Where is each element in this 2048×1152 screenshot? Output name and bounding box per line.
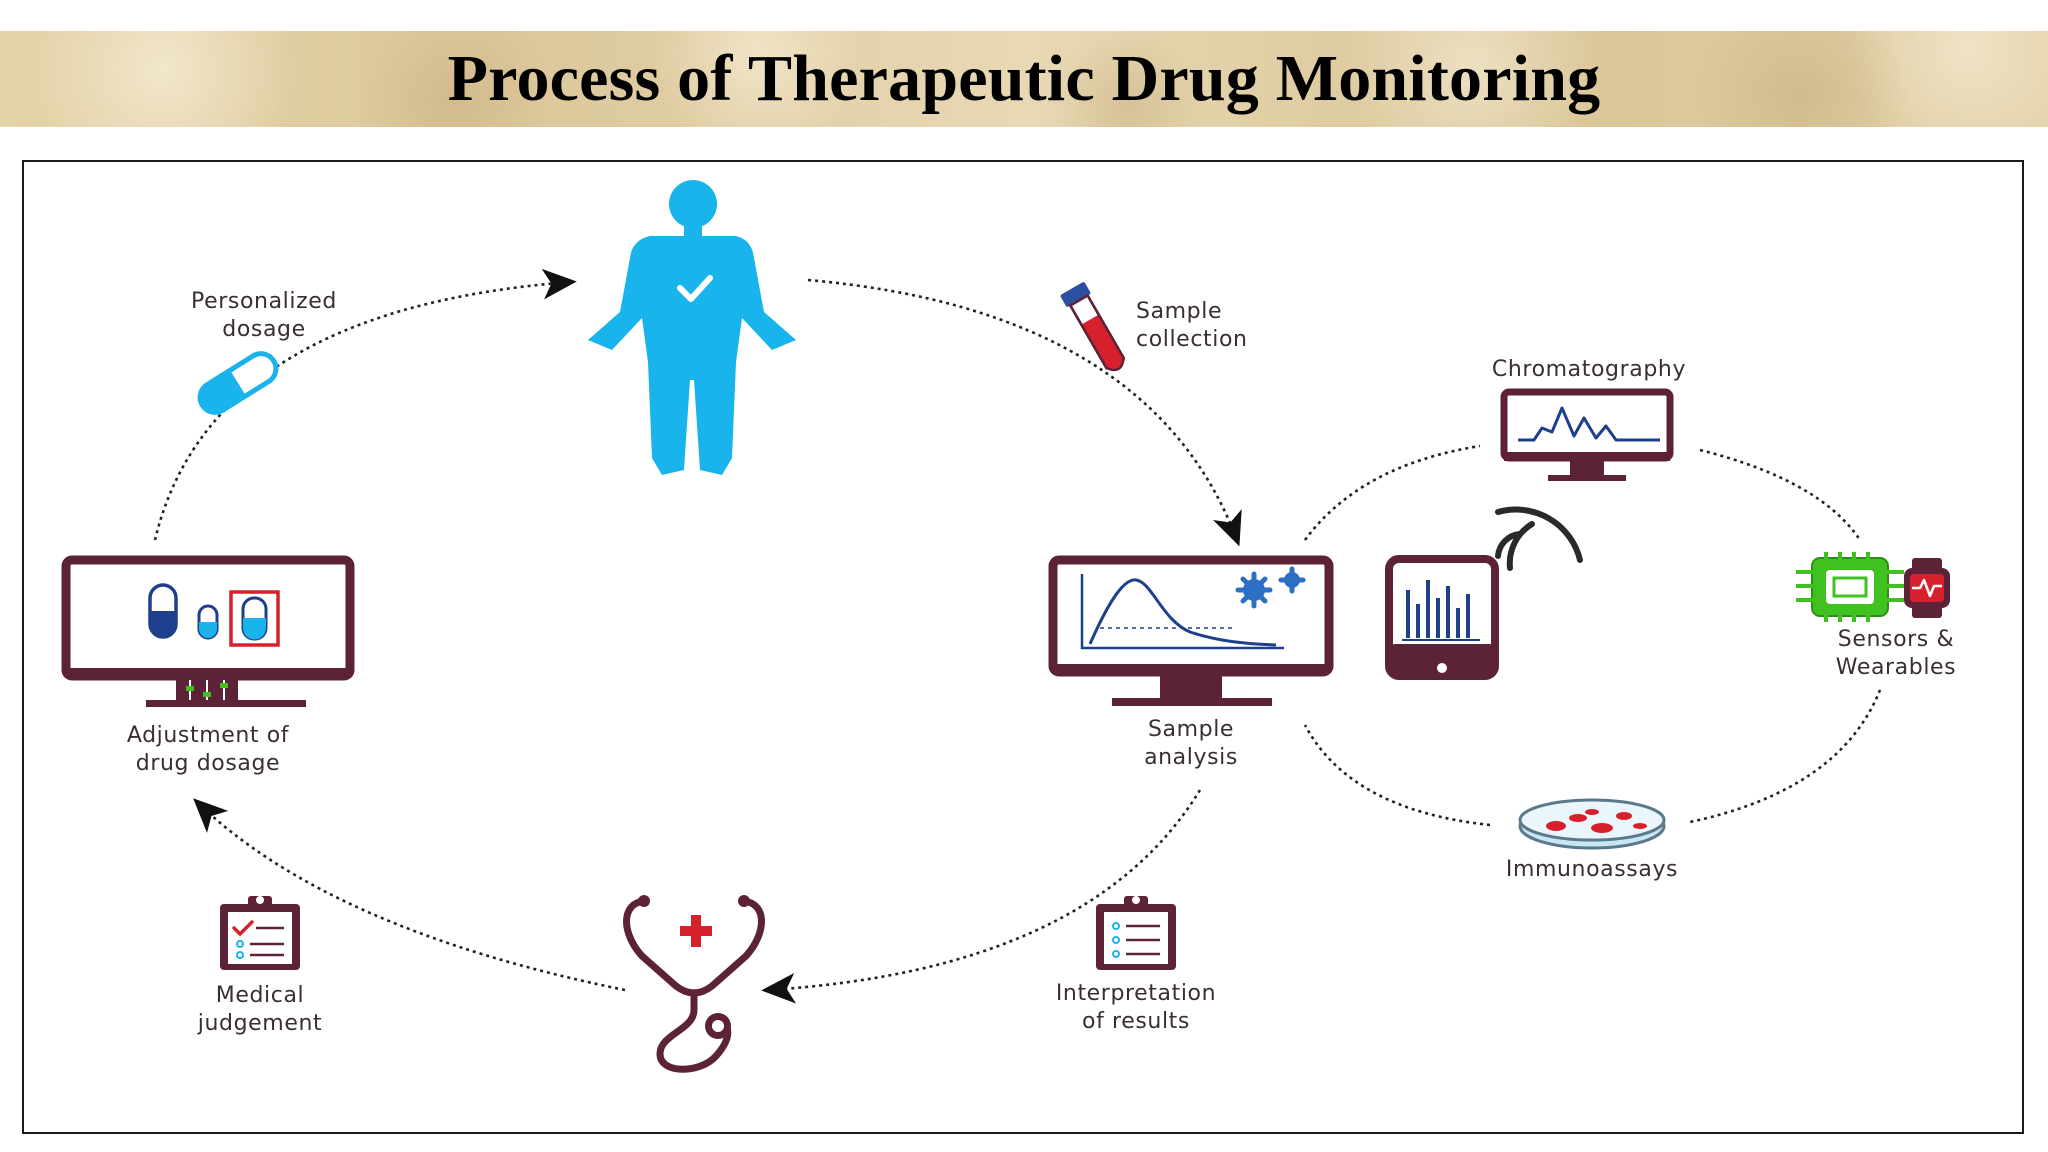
label-line: Sample	[1148, 717, 1234, 742]
label-line: Personalized	[191, 289, 337, 314]
label-medical-judgement: Medical judgement	[197, 983, 322, 1036]
microchip-icon	[1796, 552, 1904, 622]
label-line: dosage	[222, 317, 305, 342]
wireless-signal-icon	[1495, 506, 1583, 571]
loop-arc-4	[1303, 724, 1491, 827]
label-line: Sensors &	[1838, 627, 1954, 652]
arrow-adjustment-to-patient	[153, 268, 577, 541]
label-sample-collection: Sample collection	[1136, 299, 1248, 352]
clipboard-icon	[220, 896, 300, 970]
clipboard-icon	[1096, 896, 1176, 970]
loop-arc-1	[1303, 444, 1481, 541]
label-personalized-dosage: Personalized dosage	[191, 289, 337, 342]
label-line: Sample	[1136, 299, 1222, 324]
label-interpretation-results: Interpretation of results	[1056, 981, 1216, 1034]
arrow-collection-to-analysis	[807, 278, 1242, 547]
label-line: judgement	[197, 1011, 322, 1036]
petri-dish-icon	[1518, 798, 1666, 850]
label-line: Medical	[216, 983, 304, 1008]
capsule-icon	[197, 351, 279, 415]
monitor-concentration-curve-icon	[1048, 555, 1334, 706]
label-line: Adjustment of	[127, 723, 290, 748]
loop-arc-3	[1689, 689, 1882, 824]
cycle-connectors	[153, 268, 1242, 1004]
smartphone-bar-chart-icon	[1385, 555, 1499, 680]
methods-loop	[1303, 444, 1882, 827]
label-sample-analysis: Sample analysis	[1144, 717, 1238, 770]
title-banner: Process of Therapeutic Drug Monitoring	[0, 31, 2048, 127]
label-line: Immunoassays	[1506, 857, 1678, 882]
smartwatch-icon	[1904, 558, 1950, 618]
stethoscope-icon	[623, 895, 765, 1073]
monitor-capsules-icon	[61, 555, 355, 707]
label-immunoassays: Immunoassays	[1506, 857, 1678, 882]
diagram-frame	[22, 160, 2024, 1134]
label-adjustment-drug-dosage: Adjustment of drug dosage	[127, 723, 290, 776]
label-line: Chromatography	[1492, 357, 1686, 382]
label-line: analysis	[1144, 745, 1238, 770]
label-line: of results	[1082, 1009, 1190, 1034]
label-line: collection	[1136, 327, 1248, 352]
loop-arc-2	[1699, 448, 1862, 541]
label-line: drug dosage	[136, 751, 280, 776]
blood-sample-tube-icon	[1060, 282, 1126, 372]
label-chromatography: Chromatography	[1492, 357, 1686, 382]
label-line: Wearables	[1836, 655, 1956, 680]
human-body-check-icon	[588, 180, 796, 475]
arrow-medical-to-adjustment	[193, 798, 626, 992]
label-line: Interpretation	[1056, 981, 1216, 1006]
arrow-analysis-to-medical	[761, 789, 1202, 1004]
label-sensors-wearables: Sensors & Wearables	[1836, 627, 1956, 680]
page-title: Process of Therapeutic Drug Monitoring	[447, 42, 1601, 115]
monitor-chromatogram-icon	[1500, 388, 1674, 481]
